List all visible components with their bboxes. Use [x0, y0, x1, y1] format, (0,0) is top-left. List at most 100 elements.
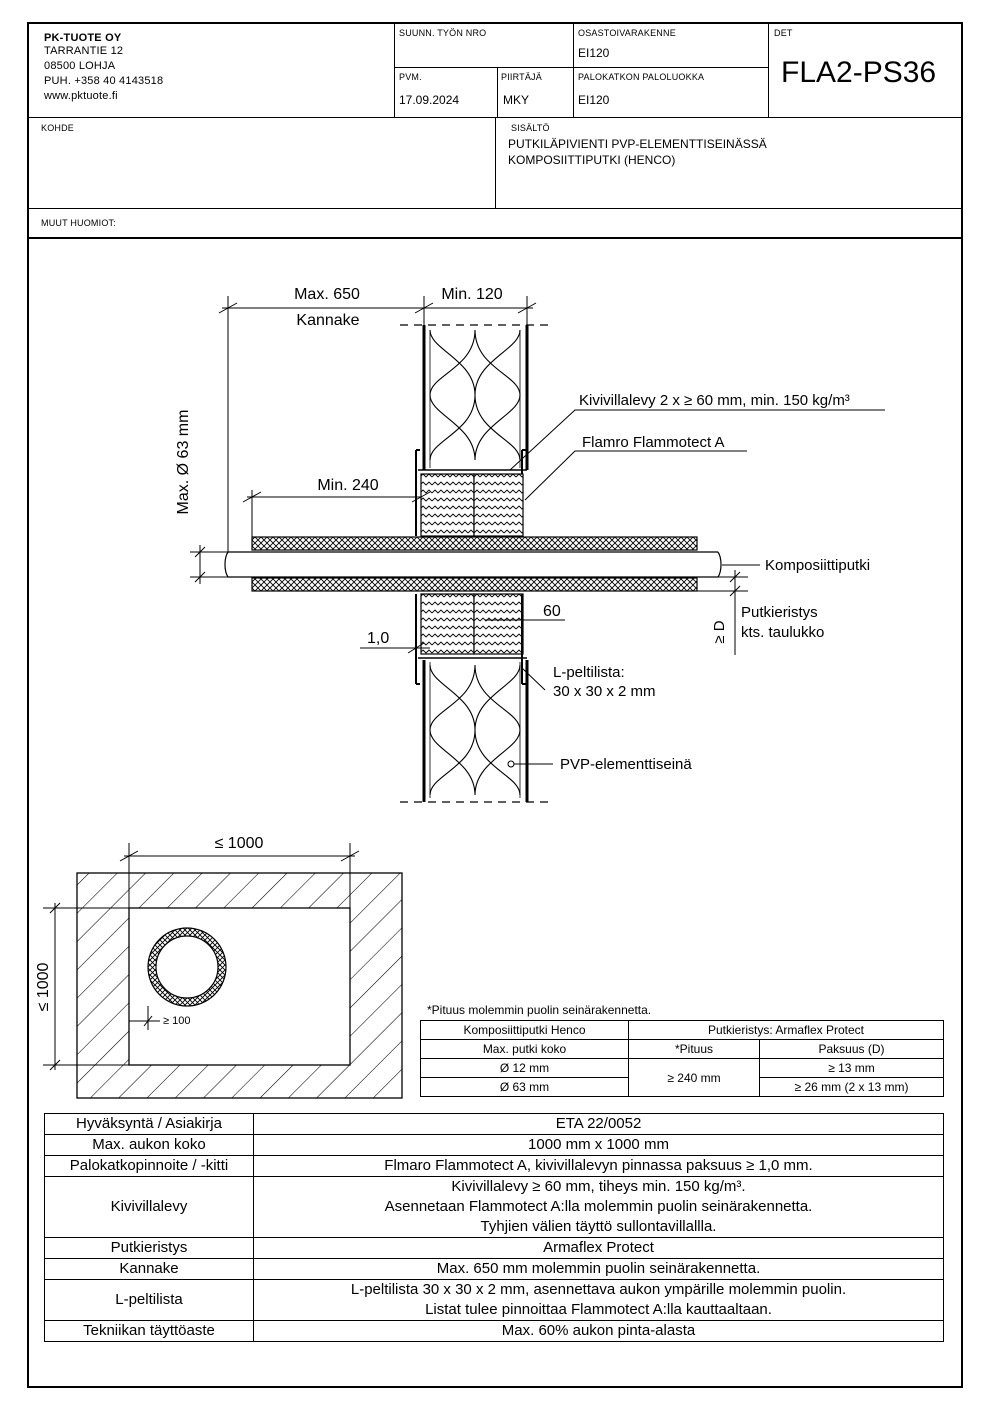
label-width: ≤ 1000: [215, 835, 264, 852]
opening-dimensions: [43, 843, 360, 1071]
wall-lower: [415, 594, 529, 802]
det-label: DET: [774, 28, 793, 38]
structure-value: EI120: [578, 46, 610, 60]
date-value: 17.09.2024: [399, 93, 460, 107]
pipe-table: Komposiittiputki Henco Putkieristys: Arm…: [420, 1020, 944, 1097]
spec-label: Max. aukon koko: [44, 1134, 254, 1156]
company-street: TARRANTIE 12: [44, 45, 124, 57]
label-komposiittiputki: Komposiittiputki: [765, 557, 870, 574]
label-height: ≤ 1000: [35, 962, 52, 1011]
wool-board-upper-right: [473, 473, 524, 537]
spec-value-line: Listat tulee pinnoittaa Flammotect A:lla…: [425, 1301, 772, 1318]
label-kivivilla: Kivivillalevy 2 x ≥ 60 mm, min. 150 kg/m…: [579, 392, 850, 409]
spec-label: Palokatkopinnoite / -kitti: [44, 1155, 254, 1177]
drawn-value: MKY: [503, 93, 530, 107]
label-onezero: 1,0: [367, 630, 389, 647]
spec-value-line: ETA 22/0052: [555, 1115, 642, 1132]
content-line2: KOMPOSIITTIPUTKI (HENCO): [508, 153, 676, 167]
spec-row: L-peltilista L-peltilista 30 x 30 x 2 mm,…: [44, 1279, 944, 1321]
wool-board-upper-left: [420, 473, 475, 537]
label-max650: Max. 650: [294, 286, 360, 303]
pipe-table-note: *Pituus molemmin puolin seinärakennetta.: [427, 1003, 652, 1017]
spec-value-line: Flmaro Flammotect A, kivivillalevyn pinn…: [384, 1157, 813, 1174]
company-postal: 08500 LOHJA: [44, 60, 116, 72]
spec-value-line: L-peltilista 30 x 30 x 2 mm, asennettava…: [350, 1281, 847, 1298]
fire-class-value: EI120: [578, 93, 610, 107]
pipe-table-cell: Ø 63 mm: [420, 1077, 629, 1097]
spec-value: 1000 mm x 1000 mm: [253, 1134, 944, 1156]
spec-value: Max. 60% aukon pinta-alasta: [253, 1320, 944, 1342]
content-label: SISÄLTÖ: [511, 123, 550, 133]
spec-value: ETA 22/0052: [253, 1113, 944, 1135]
company-web: www.pktuote.fi: [44, 90, 118, 102]
pipe-table-col-thickness: Paksuus (D): [759, 1039, 944, 1059]
spec-label: Kivivillalevy: [44, 1176, 254, 1238]
pipe-table-header-left: Komposiittiputki Henco: [420, 1020, 629, 1040]
notes-label: MUUT HUOMIOT:: [41, 218, 116, 228]
spec-value: Flmaro Flammotect A, kivivillalevyn pinn…: [253, 1155, 944, 1177]
section-drawing: Max. 650 Kannake Min. 120 Max. Ø 63 mm M…: [175, 286, 885, 803]
spec-value: Max. 650 mm molemmin puolin seinärakenne…: [253, 1258, 944, 1280]
spec-value-line: 1000 mm x 1000 mm: [528, 1136, 669, 1153]
label-sixty: 60: [543, 603, 561, 620]
company-phone: PUH. +358 40 4143518: [44, 75, 164, 87]
dimension-lines: [190, 296, 748, 655]
work-no-label: SUUNN. TYÖN NRO: [399, 28, 487, 38]
date-label: PVM.: [399, 72, 422, 82]
label-min120: Min. 120: [441, 286, 502, 303]
spec-row: Kannake Max. 650 mm molemmin puolin seinä…: [44, 1258, 944, 1280]
wall-dash-lines: [400, 324, 550, 803]
spec-value-line: Armaflex Protect: [543, 1239, 654, 1256]
wall-upper: [415, 325, 529, 536]
label-kts-taulukko: kts. taulukko: [741, 624, 824, 641]
spec-value-line: Asennetaan Flammotect A:lla molemmin puo…: [384, 1198, 813, 1215]
pipe-section: [155, 935, 219, 999]
label-min240: Min. 240: [317, 477, 378, 494]
leader-lines: [485, 409, 885, 768]
spec-label: Kannake: [44, 1258, 254, 1280]
spec-row: Palokatkopinnoite / -kitti Flmaro Flammot…: [44, 1155, 944, 1177]
spec-label: L-peltilista: [44, 1279, 254, 1321]
label-gap: ≥ 100: [163, 1015, 190, 1027]
pipe-table-col-size: Max. putki koko: [420, 1039, 629, 1059]
det-value: FLA2-PS36: [781, 56, 937, 89]
spec-value: Kivivillalevy ≥ 60 mm, tiheys min. 150 k…: [253, 1176, 944, 1238]
pipe-table-col-length: *Pituus: [628, 1039, 760, 1059]
content-line1: PUTKILÄPIVIENTI PVP-ELEMENTTISEINÄSSÄ: [508, 137, 767, 151]
drawn-label: PIIRTÄJÄ: [501, 72, 542, 82]
label-max63: Max. Ø 63 mm: [175, 410, 192, 515]
pipe-insulation-bottom: [251, 577, 698, 592]
structure-label: OSASTOIVARAKENNE: [578, 28, 676, 38]
pipe-table-cell: Ø 12 mm: [420, 1058, 629, 1078]
spec-label: Putkieristys: [44, 1237, 254, 1259]
pipe-table-cell: ≥ 13 mm: [759, 1058, 944, 1078]
spec-value-line: Max. 650 mm molemmin puolin seinärakenne…: [436, 1260, 761, 1277]
company-name: PK-TUOTE OY: [44, 32, 122, 44]
pipe-table-cell: ≥ 240 mm: [628, 1058, 760, 1097]
label-putkieristys: Putkieristys: [741, 604, 818, 621]
label-flamro: Flamro Flammotect A: [582, 434, 725, 451]
label-geD: ≥ D: [711, 620, 728, 643]
target-label: KOHDE: [41, 123, 75, 133]
spec-value-line: Max. 60% aukon pinta-alasta: [501, 1322, 696, 1339]
spec-row: Putkieristys Armaflex Protect: [44, 1237, 944, 1259]
drawing-frame: [27, 22, 963, 1388]
label-pvp: PVP-elementtiseinä: [560, 756, 692, 773]
spec-label: Tekniikan täyttöaste: [44, 1320, 254, 1342]
label-kannake: Kannake: [296, 312, 359, 329]
pipe-table-header-right: Putkieristys: Armaflex Protect: [628, 1020, 944, 1040]
fire-class-label: PALOKATKON PALOLUOKKA: [578, 72, 705, 82]
label-lpelti-title: L-peltilista:: [553, 664, 625, 681]
spec-row: Tekniikan täyttöaste Max. 60% aukon pinta…: [44, 1320, 944, 1342]
spec-value: Armaflex Protect: [253, 1237, 944, 1259]
pipe-table-cell: ≥ 26 mm (2 x 13 mm): [759, 1077, 944, 1097]
spec-value: L-peltilista 30 x 30 x 2 mm, asennettava…: [253, 1279, 944, 1321]
spec-row: Max. aukon koko 1000 mm x 1000 mm: [44, 1134, 944, 1156]
wool-board-lower-left: [420, 593, 475, 655]
opening-drawing: ≤ 1000 ≤ 1000 ≥ 100: [35, 835, 403, 1099]
wool-board-lower-right: [473, 593, 524, 655]
composite-pipe: [224, 551, 722, 578]
